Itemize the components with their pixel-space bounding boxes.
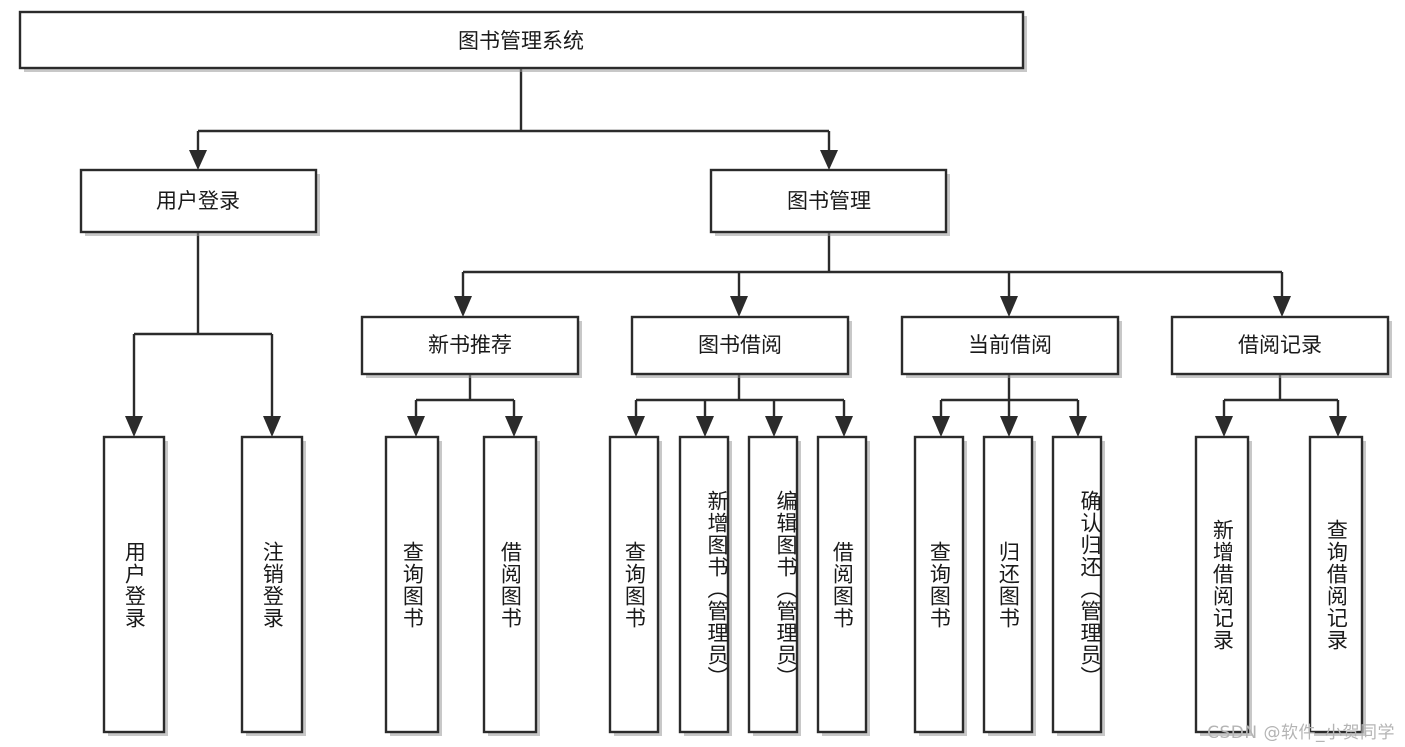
arrow-head-new-book-recommend xyxy=(454,296,472,317)
arrow-head-book-manage xyxy=(820,150,838,170)
arrow-head-bookborrow-leaf-1 xyxy=(696,416,714,437)
arrow-head-leaf-logout xyxy=(263,416,281,437)
node-current-borrow-label: 当前借阅 xyxy=(968,333,1052,357)
node-book-borrow-box xyxy=(630,315,850,376)
arrow-head-book-borrow xyxy=(730,296,748,317)
leaf-borrow-record-0[interactable] xyxy=(1194,435,1252,736)
node-book-manage-label: 图书管理 xyxy=(787,189,871,213)
leaf-current-borrow-2-box xyxy=(1051,435,1103,734)
leaf-borrow-record-0-box xyxy=(1194,435,1250,734)
node-user-login-box xyxy=(79,168,318,234)
leaf-user-login-1-box xyxy=(240,435,304,734)
arrow-head-current-borrow xyxy=(1000,296,1018,317)
connector-group-borrowrecord-to-leaves xyxy=(1215,374,1347,437)
arrow-head-bookborrow-leaf-2 xyxy=(765,416,783,437)
leaf-current-borrow-0[interactable] xyxy=(913,435,967,736)
connector-group-newbook-to-leaves xyxy=(407,374,523,437)
node-root-label: 图书管理系统 xyxy=(458,29,584,53)
arrow-head-borrow-record xyxy=(1273,296,1291,317)
connector-group-bookmanage-to-level3 xyxy=(454,232,1291,317)
node-new-book-recommend-box xyxy=(360,315,580,376)
leaf-book-borrow-1[interactable] xyxy=(678,435,732,736)
arrow-head-newbook-leaf-1 xyxy=(505,416,523,437)
arrow-head-borrowrecord-leaf-1 xyxy=(1329,416,1347,437)
arrow-head-borrowrecord-leaf-0 xyxy=(1215,416,1233,437)
connector-group-bookborrow-to-leaves xyxy=(627,374,853,437)
leaf-current-borrow-2[interactable] xyxy=(1051,435,1105,736)
node-current-borrow[interactable]: 当前借阅 xyxy=(900,315,1122,378)
arrow-head-user-login xyxy=(189,150,207,170)
arrow-head-bookborrow-leaf-0 xyxy=(627,416,645,437)
node-borrow-record-label: 借阅记录 xyxy=(1238,333,1322,357)
arrow-head-leaf-user-login xyxy=(125,416,143,437)
connector-group-userlogin-to-leaves xyxy=(125,232,281,437)
leaf-book-borrow-2[interactable] xyxy=(747,435,801,736)
node-borrow-record-box xyxy=(1170,315,1390,376)
node-borrow-record[interactable]: 借阅记录 xyxy=(1170,315,1392,378)
leaf-user-login-0-box xyxy=(102,435,166,734)
leaf-book-borrow-3[interactable] xyxy=(816,435,870,736)
arrow-head-currentborrow-leaf-1 xyxy=(1000,416,1018,437)
node-user-login[interactable]: 用户登录 xyxy=(79,168,320,236)
csdn-watermark: CSDN @软件_小贺同学 xyxy=(1207,723,1395,743)
node-new-book-recommend-label: 新书推荐 xyxy=(428,333,512,357)
leaf-current-borrow-1[interactable] xyxy=(982,435,1036,736)
leaf-book-borrow-1-box xyxy=(678,435,730,734)
leaf-new-book-0-box xyxy=(384,435,440,734)
arrow-head-bookborrow-leaf-3 xyxy=(835,416,853,437)
leaf-current-borrow-0-box xyxy=(913,435,965,734)
connector-group-currentborrow-to-leaves xyxy=(932,374,1087,437)
node-book-manage-box xyxy=(709,168,948,234)
leaf-user-login-0[interactable] xyxy=(102,435,168,736)
connector-group-root-to-level2 xyxy=(189,68,838,170)
leaf-current-borrow-1-box xyxy=(982,435,1034,734)
leaf-book-borrow-2-box xyxy=(747,435,799,734)
leaf-new-book-1-box xyxy=(482,435,538,734)
leaf-book-borrow-3-box xyxy=(816,435,868,734)
leaf-book-borrow-0[interactable] xyxy=(608,435,662,736)
leaf-new-book-1[interactable] xyxy=(482,435,540,736)
node-root[interactable]: 图书管理系统 xyxy=(18,10,1027,72)
node-user-login-label: 用户登录 xyxy=(156,189,240,213)
node-book-borrow[interactable]: 图书借阅 xyxy=(630,315,852,378)
arrow-head-currentborrow-leaf-0 xyxy=(932,416,950,437)
leaf-new-book-0[interactable] xyxy=(384,435,442,736)
leaf-user-login-1[interactable] xyxy=(240,435,306,736)
node-book-borrow-label: 图书借阅 xyxy=(698,333,782,357)
arrow-head-currentborrow-leaf-2 xyxy=(1069,416,1087,437)
arrow-head-newbook-leaf-0 xyxy=(407,416,425,437)
leaf-borrow-record-1[interactable] xyxy=(1308,435,1366,736)
leaf-borrow-record-1-box xyxy=(1308,435,1364,734)
node-root-box xyxy=(18,10,1025,70)
leaf-book-borrow-0-box xyxy=(608,435,660,734)
node-new-book-recommend[interactable]: 新书推荐 xyxy=(360,315,582,378)
node-book-manage[interactable]: 图书管理 xyxy=(709,168,950,236)
node-current-borrow-box xyxy=(900,315,1120,376)
